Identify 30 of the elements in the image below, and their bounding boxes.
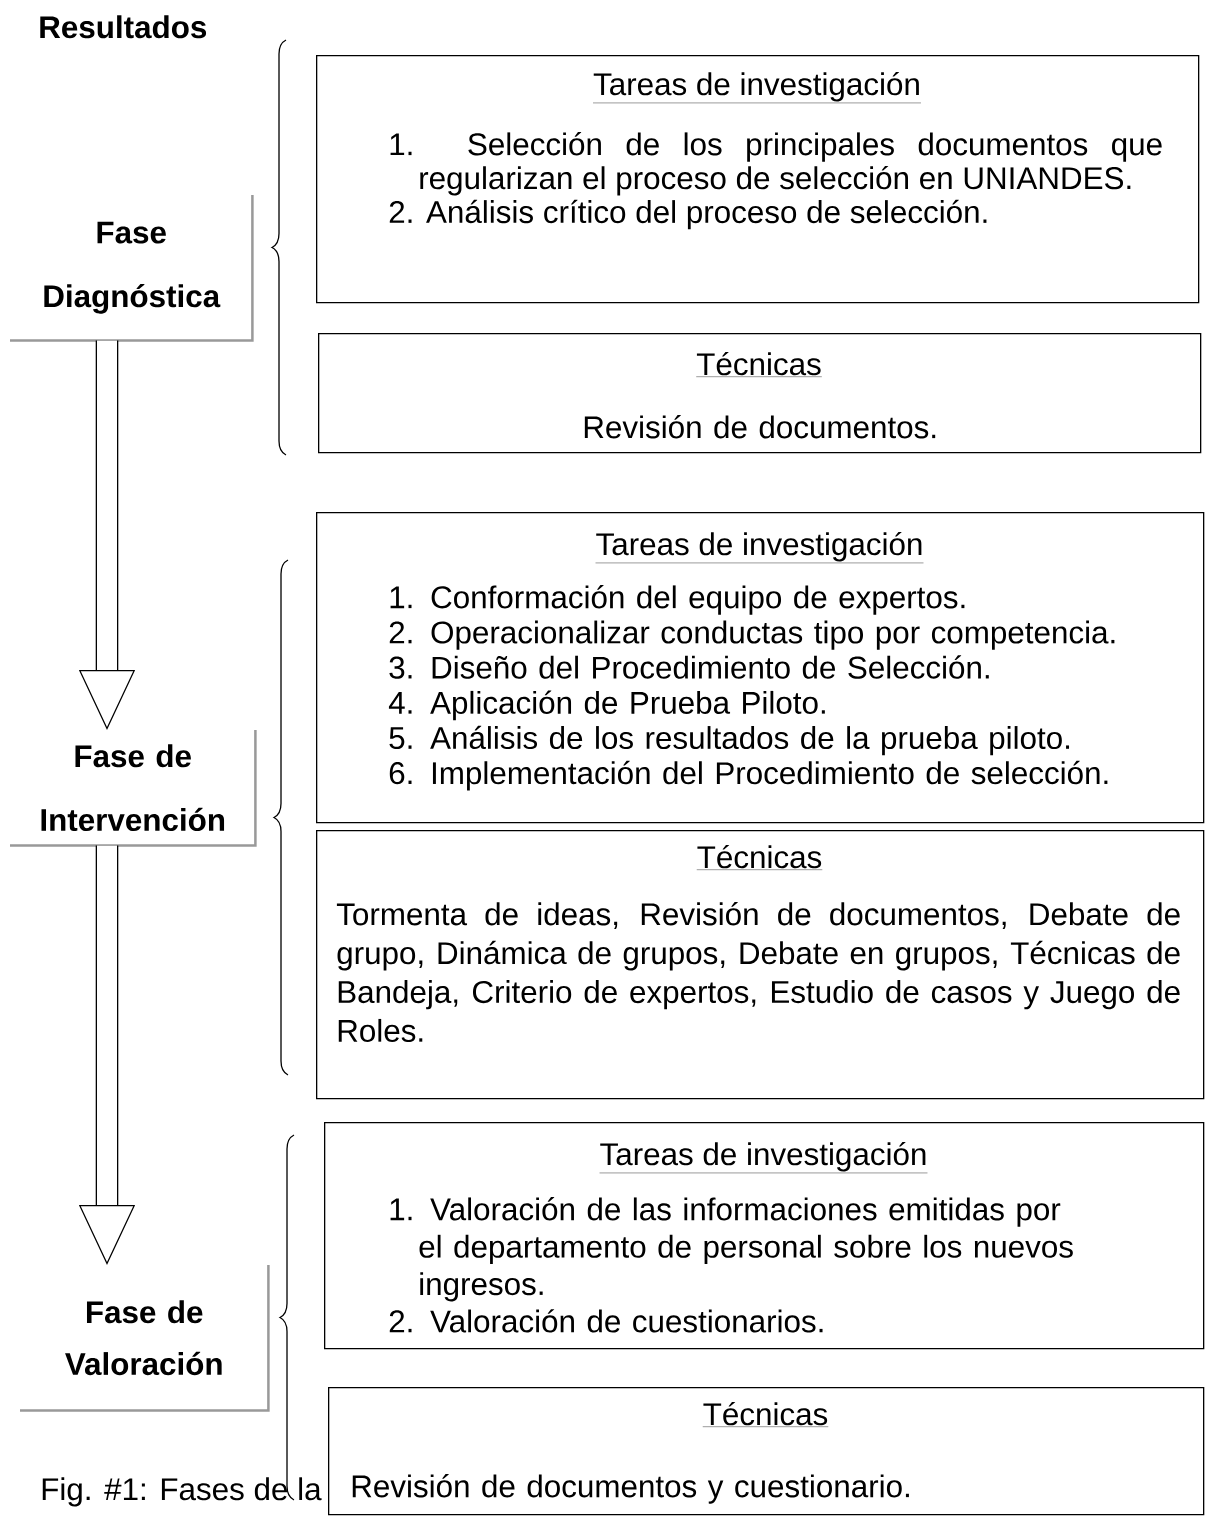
box-heading: Tareas de investigación: [595, 531, 924, 564]
task-box: [316, 512, 1205, 824]
phase-box: Fase de Intervención: [10, 730, 257, 847]
body-text: Revisión de documentos.: [584, 415, 936, 439]
list-item: 2. Análisis crítico del proceso de selección.: [389, 199, 987, 230]
list-item: 1. Selección de los principales documentos que regularizan el proceso de selección en UNIANDES.: [390, 132, 1162, 196]
task-box: [316, 55, 1200, 304]
list-item: 4. Aplicación de Prueba Piloto.: [388, 690, 825, 721]
caption: Fig. #1: Fases de la: [42, 1477, 322, 1507]
box-heading: Técnicas: [696, 351, 822, 377]
technique-box: [316, 830, 1205, 1100]
list-item: 1. Valoración de las informaciones emitidas por el departamento de personal sobre los nuevos ingresos.: [390, 1197, 1073, 1302]
technique-box: [318, 333, 1202, 454]
task-box: [324, 1122, 1205, 1350]
list-item: 2. Valoración de cuestionarios.: [389, 1309, 823, 1333]
box-heading: Técnicas: [696, 844, 823, 870]
list-item: 6. Implementación del Procedimiento de selección.: [389, 760, 1108, 791]
list-item: 1. Conformación del equipo de expertos.: [390, 585, 965, 615]
body-text: Revisión de documentos y cuestionario.: [352, 1474, 909, 1504]
list-item: 3. Diseño del Procedimiento de Selección.: [389, 655, 989, 679]
phase-box: Fase de Valoración: [20, 1265, 270, 1412]
list-item: 2. Operacionalizar conductas tipo por competencia.: [389, 620, 1115, 650]
box-heading: Tareas de investigación: [592, 71, 922, 104]
box-heading: Tareas de investigación: [599, 1141, 928, 1174]
list-item: 5. Análisis de los resultados de la prueba piloto.: [389, 725, 1070, 756]
heading: Resultados: [40, 15, 207, 39]
phase-box: Fase Diagnóstica: [10, 195, 254, 342]
technique-box: [328, 1387, 1205, 1516]
body-text: Tormenta de ideas, Revisión de documentos, Debate de grupo, Dinámica de grupos, Debate en grupos, Técnicas de Bandeja, Criterio de expertos, Estudio de casos y Juego de Roles.: [336, 902, 1180, 1042]
box-heading: Técnicas: [702, 1401, 829, 1427]
